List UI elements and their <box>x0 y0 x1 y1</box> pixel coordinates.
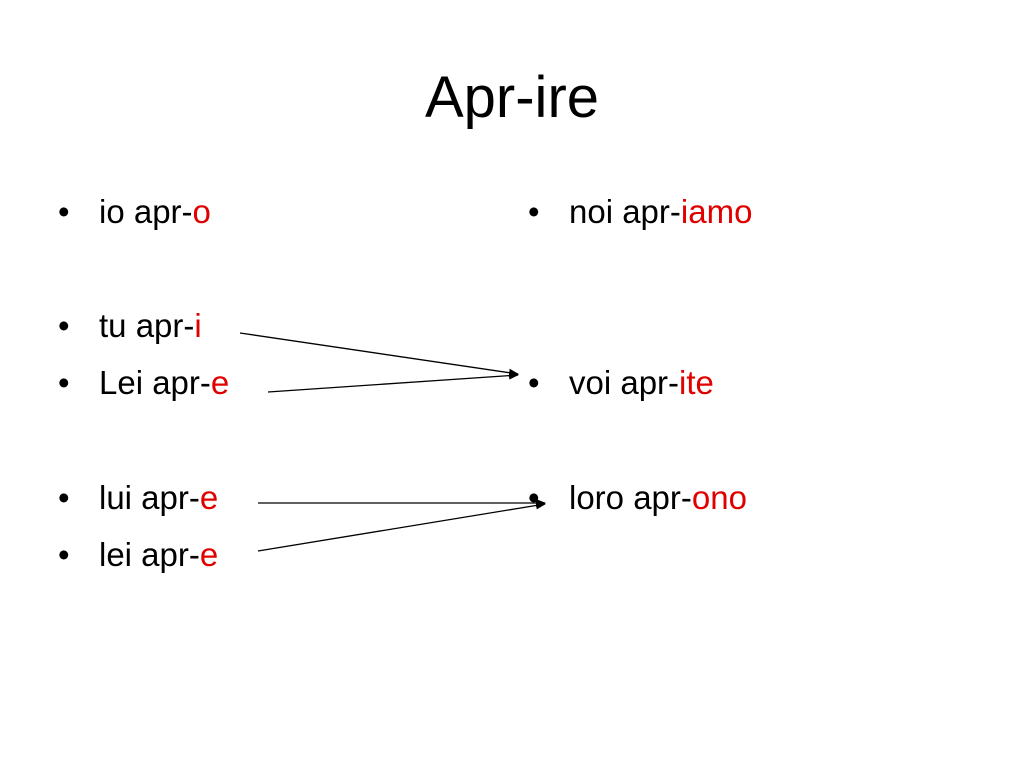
bullet-glyph: • <box>528 364 540 401</box>
bullet-ending: iamo <box>680 193 753 230</box>
bullet-stem: lui apr- <box>99 479 200 516</box>
bullet-stem: tu apr- <box>99 307 195 344</box>
bullet-lui: • lui apr-e <box>58 478 218 518</box>
arrow-tu-to-voi <box>239 332 519 377</box>
bullet-ending: i <box>194 307 202 344</box>
bullet-stem: lei apr- <box>99 536 200 573</box>
bullet-glyph: • <box>528 479 540 516</box>
bullet-stem: noi apr- <box>569 193 681 230</box>
bullet-loro: • loro apr-ono <box>528 478 747 518</box>
arrow-lei-formal-to-voi <box>267 371 519 393</box>
bullet-glyph: • <box>58 479 70 516</box>
bullet-ending: ite <box>679 364 714 401</box>
bullet-glyph: • <box>58 307 70 344</box>
bullet-ending: ono <box>691 479 747 516</box>
bullet-stem: Lei apr- <box>99 364 211 401</box>
bullet-stem: loro apr- <box>569 479 692 516</box>
bullet-lei: • lei apr-e <box>58 535 218 575</box>
bullet-ending: o <box>192 193 211 230</box>
arrow-lei-to-loro <box>257 501 546 552</box>
bullet-stem: io apr- <box>99 193 193 230</box>
bullet-ending: e <box>210 364 230 401</box>
bullet-lei-formal: • Lei apr-e <box>58 363 229 403</box>
bullet-glyph: • <box>58 364 70 401</box>
bullet-voi: • voi apr-ite <box>528 363 714 403</box>
slide-title: Apr-ire <box>424 65 600 130</box>
bullet-ending: e <box>199 536 219 573</box>
bullet-glyph: • <box>58 536 70 573</box>
bullet-noi: • noi apr-iamo <box>528 192 752 232</box>
bullet-glyph: • <box>58 193 70 230</box>
bullet-stem: voi apr- <box>569 364 680 401</box>
bullet-glyph: • <box>528 193 540 230</box>
bullet-tu: • tu apr-i <box>58 306 202 346</box>
bullet-ending: e <box>199 479 219 516</box>
bullet-io: • io apr-o <box>58 192 211 232</box>
